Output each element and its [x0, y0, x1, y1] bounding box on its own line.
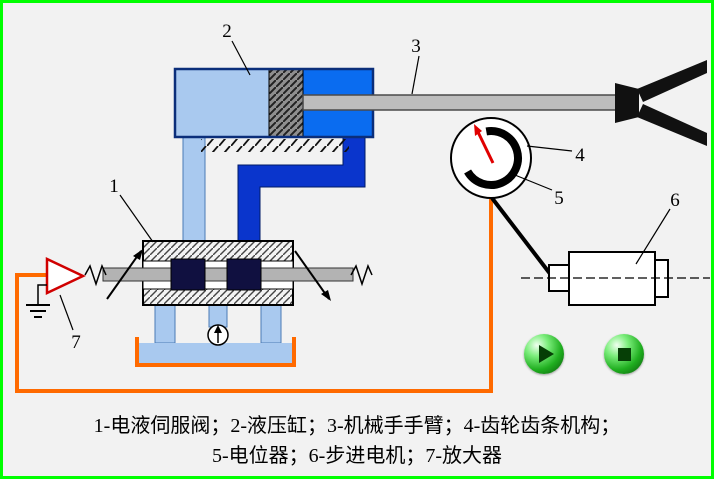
label-6: 6	[670, 190, 680, 211]
solenoid-arrow-left	[106, 250, 142, 300]
needle	[476, 131, 495, 164]
dial-arc	[464, 127, 522, 189]
spool-land-right	[226, 258, 262, 291]
amplifier	[45, 257, 86, 295]
stop-button[interactable]	[604, 334, 644, 374]
pump	[207, 324, 229, 346]
leader-2	[231, 40, 251, 76]
caption-line-1: 1-电液伺服阀；2-液压缸；3-机械手手臂；4-齿轮齿条机构；	[93, 415, 621, 437]
leader-1	[119, 194, 154, 243]
caption: 1-电液伺服阀；2-液压缸；3-机械手手臂；4-齿轮齿条机构； 5-电位器；6-…	[3, 411, 711, 471]
tank-fluid	[139, 343, 292, 364]
label-5: 5	[554, 188, 564, 209]
piston	[268, 68, 304, 138]
label-3: 3	[411, 36, 421, 57]
label-2: 2	[222, 21, 232, 42]
leader-7	[59, 294, 74, 331]
system-diagram: 1 2 3 4 5 6 7	[15, 21, 710, 393]
play-button[interactable]	[524, 334, 564, 374]
spool-land-left	[170, 258, 206, 291]
leader-3	[411, 55, 420, 95]
oil-tank	[135, 337, 296, 367]
servo-valve	[84, 240, 373, 306]
pump-arrowhead	[214, 325, 222, 333]
gripper-upper-jaw	[637, 60, 707, 102]
gripper	[615, 60, 707, 146]
label-1: 1	[109, 176, 119, 197]
pipe-tank-right	[260, 304, 282, 344]
cylinder-left-chamber	[175, 69, 269, 137]
gripper-base	[615, 83, 639, 123]
pipe-tank-left	[154, 304, 176, 344]
leader-5	[509, 172, 553, 191]
part-numbers: 1 2 3 4 5 6 7	[71, 21, 680, 353]
play-icon	[539, 345, 554, 363]
solenoid-arrowhead-left	[133, 249, 143, 260]
pipe-pump	[208, 304, 228, 328]
leader-lines	[59, 40, 671, 331]
pipe-left-light	[182, 136, 206, 244]
spring-right	[350, 263, 373, 287]
gripper-lower-jaw	[637, 104, 707, 146]
needle-tip	[474, 124, 482, 136]
label-4: 4	[575, 145, 585, 166]
leader-4	[526, 145, 573, 152]
pipe-right-dark	[237, 136, 366, 246]
link-rod	[490, 196, 553, 277]
feedback-wire	[15, 199, 493, 393]
solenoid-arrowhead-right	[321, 290, 331, 301]
ground-symbol	[26, 284, 50, 318]
mount-hatching	[201, 139, 349, 152]
spring-left	[84, 263, 107, 287]
leader-6	[635, 208, 671, 265]
stop-icon	[617, 347, 631, 361]
label-7: 7	[71, 332, 81, 353]
caption-line-2: 5-电位器；6-步进电机；7-放大器	[212, 445, 502, 467]
tank-outline	[135, 337, 296, 367]
gear-dial	[450, 117, 532, 199]
solenoid-arrow-right	[294, 250, 330, 300]
manipulator-arm	[302, 94, 622, 111]
stepper-motor	[521, 251, 710, 306]
